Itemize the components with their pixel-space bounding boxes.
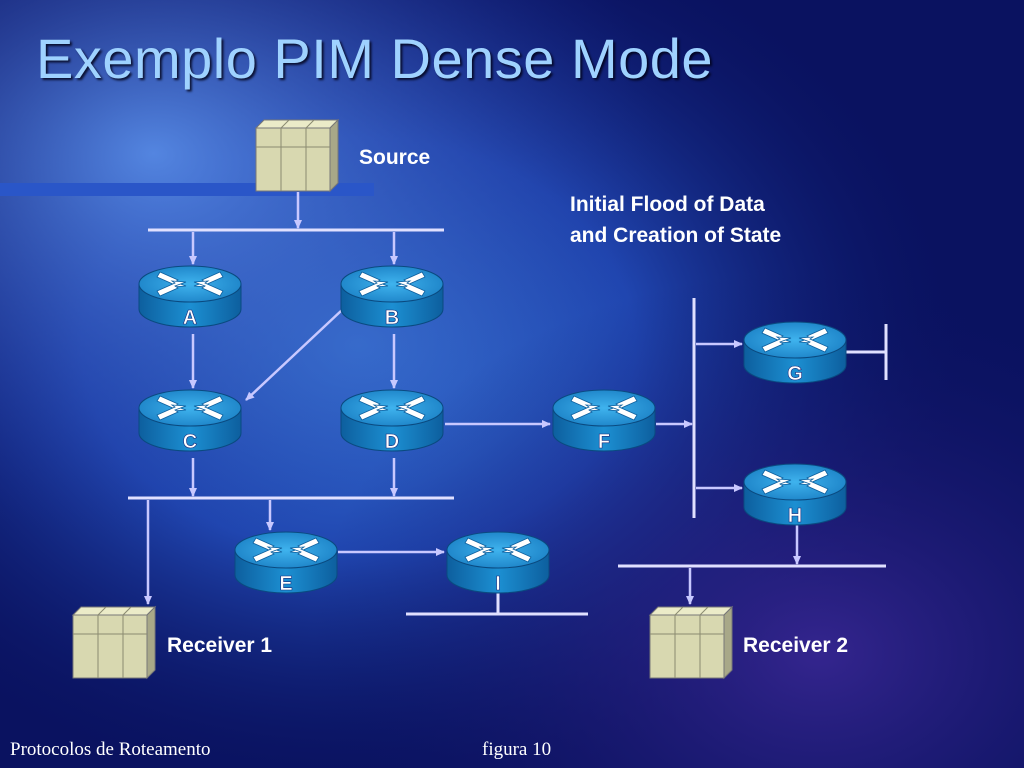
router-b-label: B [385,307,399,329]
source-label: Source [359,146,431,169]
router-h: H [743,463,847,527]
annotation-line-2: and Creation of State [570,224,782,247]
router-g-label: G [787,363,803,385]
router-e: E [234,531,338,595]
footer-right: figura 10 [482,739,552,760]
footer-left: Protocolos de Roteamento [10,739,211,760]
link-b-c [245,309,343,401]
router-d-label: D [385,431,399,453]
router-e-label: E [279,573,292,595]
router-a: A [138,265,242,329]
router-f: F [552,389,656,453]
router-h-label: H [788,505,802,527]
router-g: G [743,321,847,385]
router-c-label: C [183,431,197,453]
router-i-label: I [495,573,501,595]
router-f-label: F [598,431,610,453]
router-c: C [138,389,242,453]
receiver1-label: Receiver 1 [167,634,273,657]
receiver1-host-icon [72,606,156,679]
router-i: I [446,531,550,595]
annotation-line-1: Initial Flood of Data [570,193,765,216]
router-a-label: A [183,307,197,329]
router-b: B [340,265,444,329]
receiver2-host-icon [649,606,733,679]
router-d: D [340,389,444,453]
annotation: Initial Flood of Data and Creation of St… [570,189,781,251]
receiver2-label: Receiver 2 [743,634,849,657]
slide-title: Exemplo PIM Dense Mode [36,27,714,90]
source-host-icon [255,119,339,192]
